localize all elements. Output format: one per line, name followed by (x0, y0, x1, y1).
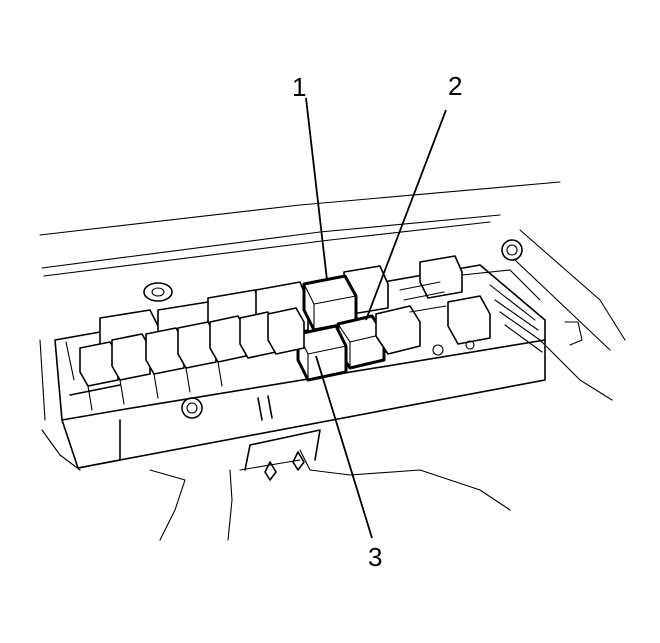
fuse-front-row (65, 307, 305, 411)
mounting-bracket (244, 395, 321, 481)
bolt-left (181, 397, 203, 419)
callout-2: 2 (448, 71, 462, 101)
relay-right-group (375, 281, 491, 356)
leader-3 (315, 355, 373, 539)
callout-labels: 1 2 3 (292, 71, 462, 572)
callout-3: 3 (368, 542, 382, 572)
bolt-right (501, 239, 523, 261)
leader-1 (305, 97, 328, 281)
leader-2 (365, 109, 447, 321)
relay-3 (296, 324, 348, 382)
relay-box-housing (54, 239, 546, 469)
vehicle-body-lines (39, 181, 626, 541)
grommet (143, 282, 173, 302)
callout-1: 1 (292, 72, 306, 102)
leader-lines (305, 97, 447, 539)
